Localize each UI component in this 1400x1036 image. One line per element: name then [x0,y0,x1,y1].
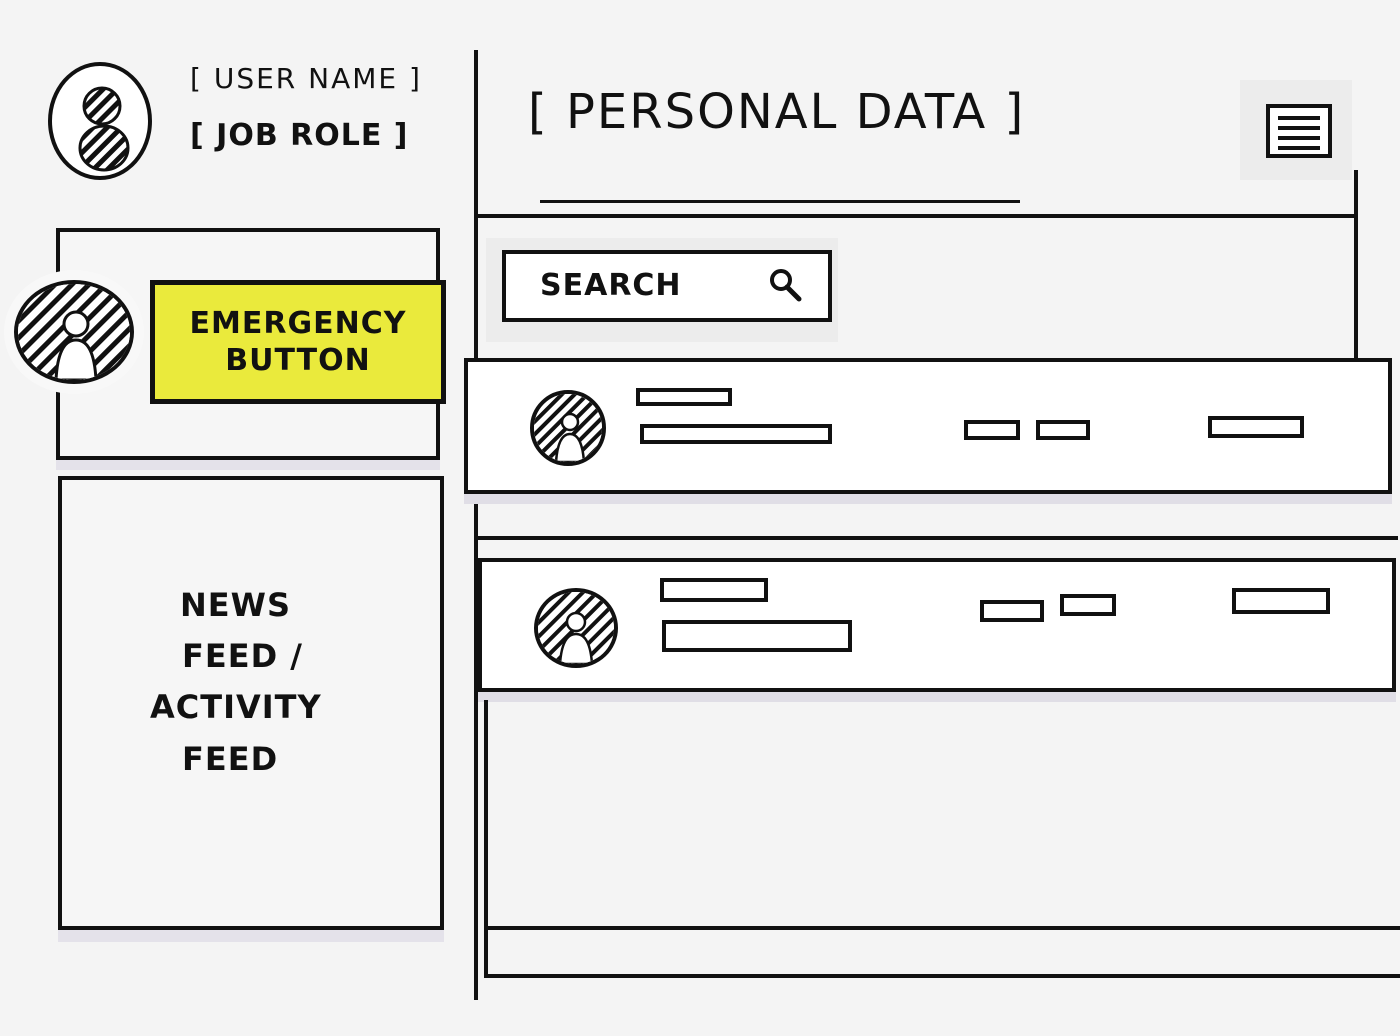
user-avatar-icon [18,284,130,380]
list-item[interactable] [478,558,1396,692]
news-feed-line1: NEWS [180,586,291,624]
news-feed-label: NEWS FEED / ACTIVITY FEED [140,580,340,785]
user-avatar-icon [78,86,130,172]
list-item-status-placeholder [1232,588,1330,614]
content-left-edge [484,700,488,978]
user-avatar-icon [534,394,602,462]
list-item[interactable] [464,358,1392,494]
list-separator [478,536,1398,540]
list-item-status-placeholder [1208,416,1304,438]
list-item-avatar [530,390,606,466]
footer-line [488,974,1400,978]
news-feed-panel [58,476,444,930]
hamburger-menu-icon[interactable] [1266,104,1332,158]
header-divider [478,214,1358,218]
news-feed-line2: FEED / [182,637,303,676]
list-item-tag-placeholder [964,420,1020,440]
list-item-name-placeholder [660,578,768,602]
emergency-button-label-line2: BUTTON [225,343,371,378]
emergency-avatar [14,280,134,384]
job-role: [ JOB ROLE ] [190,118,409,153]
search-icon[interactable] [766,266,806,306]
header-underline [540,200,1020,203]
page-title: [ PERSONAL DATA ] [528,84,1026,140]
emergency-button-label-line1: EMERGENCY [189,305,407,341]
main-divider [474,50,478,1000]
list-item-detail-placeholder [640,424,832,444]
right-edge-line [1354,170,1358,360]
profile-avatar[interactable] [48,62,152,180]
list-item-detail-placeholder [662,620,852,652]
list-item-tag-placeholder [1060,594,1116,616]
search-label: SEARCH [540,268,682,303]
list-item-tag-placeholder [980,600,1044,622]
list-item-name-placeholder [636,388,732,406]
news-feed-line3: ACTIVITY [150,688,322,727]
user-name: [ USER NAME ] [190,62,422,95]
emergency-button[interactable]: EMERGENCY BUTTON [150,280,446,404]
content-bottom-line [488,926,1400,930]
list-item-avatar [534,588,618,668]
news-feed-line4: FEED [182,739,279,778]
list-item-tag-placeholder [1036,420,1090,440]
user-avatar-icon [538,592,614,664]
